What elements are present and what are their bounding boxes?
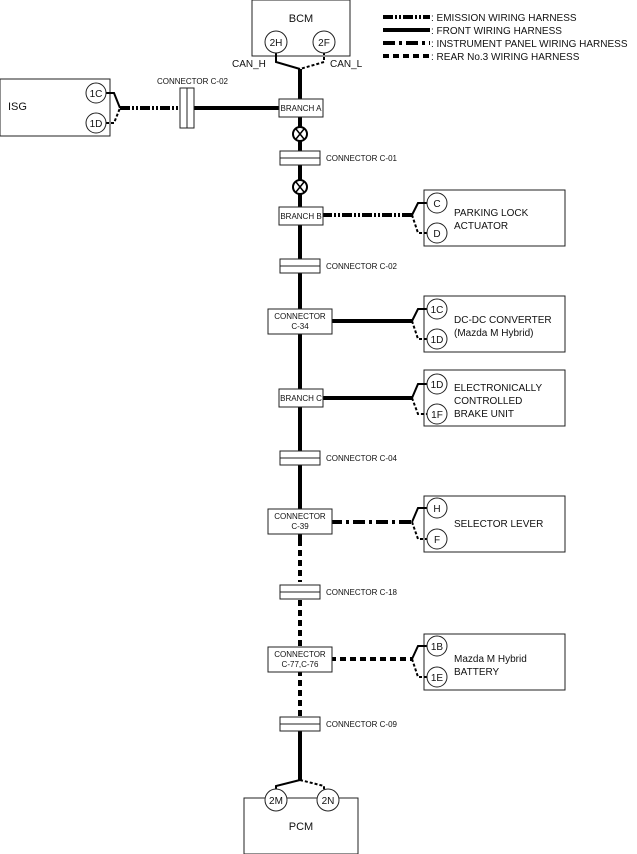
branch-c bbox=[278, 388, 324, 408]
svg-text:1E: 1E bbox=[431, 673, 444, 684]
pcm-pin-2m bbox=[264, 788, 288, 812]
svg-text:CONNECTOR: CONNECTOR bbox=[274, 512, 326, 521]
svg-text:2F: 2F bbox=[318, 38, 330, 49]
isg-label: ISG bbox=[8, 101, 27, 113]
branch-b bbox=[278, 206, 324, 226]
twisted-pair-icon bbox=[292, 179, 308, 195]
connector-c39 bbox=[267, 508, 333, 535]
bcm-module: BCM 2H 2F CAN_H CAN_L bbox=[232, 0, 363, 70]
svg-text:ELECTRONICALLY: ELECTRONICALLY bbox=[454, 383, 543, 394]
svg-text:1C: 1C bbox=[431, 305, 444, 316]
svg-text:C-39: C-39 bbox=[291, 522, 309, 531]
svg-text:1C: 1C bbox=[90, 89, 103, 100]
isg-pin-1c bbox=[85, 82, 107, 104]
isg-module: ISG 1C 1D CONNECTOR C-02 bbox=[0, 77, 280, 137]
bcm-label: BCM bbox=[289, 13, 313, 25]
svg-text:(Mazda M Hybrid): (Mazda M Hybrid) bbox=[454, 328, 533, 339]
svg-text:CONNECTOR C-02: CONNECTOR C-02 bbox=[326, 262, 398, 271]
svg-text:H: H bbox=[433, 504, 440, 515]
svg-text:1F: 1F bbox=[431, 410, 443, 421]
isg-pin-1d bbox=[85, 112, 107, 134]
svg-text:CONNECTOR C-09: CONNECTOR C-09 bbox=[326, 720, 398, 729]
dc-dc-converter: 1C 1D DC-DC CONVERTER (Mazda M Hybrid) bbox=[411, 295, 566, 353]
svg-text:BRANCH A: BRANCH A bbox=[281, 104, 323, 113]
svg-text:BATTERY: BATTERY bbox=[454, 667, 500, 678]
svg-text:BRAKE UNIT: BRAKE UNIT bbox=[454, 409, 514, 420]
connector-c18: CONNECTOR C-18 bbox=[279, 584, 398, 600]
svg-text:F: F bbox=[434, 535, 440, 546]
svg-text:CONNECTOR C-04: CONNECTOR C-04 bbox=[326, 454, 398, 463]
svg-text:1D: 1D bbox=[90, 119, 103, 130]
svg-text:2N: 2N bbox=[322, 796, 335, 807]
svg-text:C-77,C-76: C-77,C-76 bbox=[282, 660, 319, 669]
svg-text:DC-DC CONVERTER: DC-DC CONVERTER bbox=[454, 315, 552, 326]
connector-c02: CONNECTOR C-02 bbox=[279, 258, 398, 274]
connector-c77-c76 bbox=[267, 646, 333, 673]
svg-text:CONNECTOR C-18: CONNECTOR C-18 bbox=[326, 588, 398, 597]
legend: : EMISSION WIRING HARNESS : FRONT WIRING… bbox=[383, 13, 628, 63]
can-l-label: CAN_L bbox=[330, 59, 363, 70]
svg-text:PARKING LOCK: PARKING LOCK bbox=[454, 208, 529, 219]
svg-text:1D: 1D bbox=[431, 335, 444, 346]
legend-rear-label: : REAR No.3 WIRING HARNESS bbox=[431, 52, 580, 63]
legend-instrument-label: : INSTRUMENT PANEL WIRING HARNESS bbox=[431, 39, 628, 50]
selector-lever: H F SELECTOR LEVER bbox=[411, 495, 566, 553]
svg-text:D: D bbox=[433, 229, 440, 240]
pcm-label: PCM bbox=[289, 821, 313, 833]
pcm-module: 2M 2N PCM bbox=[243, 779, 359, 854]
svg-text:2M: 2M bbox=[269, 796, 283, 807]
svg-text:1B: 1B bbox=[431, 642, 444, 653]
twisted-pair-icon bbox=[292, 126, 308, 142]
svg-text:C-34: C-34 bbox=[291, 322, 309, 331]
legend-front-label: : FRONT WIRING HARNESS bbox=[431, 26, 562, 37]
isg-connector-label: CONNECTOR C-02 bbox=[157, 77, 229, 86]
bcm-pin-2h bbox=[264, 30, 288, 54]
branch-a bbox=[278, 98, 324, 118]
connector-c01: CONNECTOR C-01 bbox=[279, 150, 398, 166]
svg-text:CONTROLLED: CONTROLLED bbox=[454, 396, 522, 407]
svg-text:SELECTOR LEVER: SELECTOR LEVER bbox=[454, 519, 543, 530]
can-h-label: CAN_H bbox=[232, 59, 266, 70]
bcm-pin-2f bbox=[312, 30, 336, 54]
svg-text:CONNECTOR: CONNECTOR bbox=[274, 312, 326, 321]
svg-text:1D: 1D bbox=[431, 380, 444, 391]
svg-text:ACTUATOR: ACTUATOR bbox=[454, 221, 508, 232]
legend-emission-label: : EMISSION WIRING HARNESS bbox=[431, 13, 577, 24]
svg-text:BRANCH B: BRANCH B bbox=[280, 212, 321, 221]
mazda-m-hybrid-battery: 1B 1E Mazda M Hybrid BATTERY bbox=[411, 633, 566, 691]
svg-text:2H: 2H bbox=[270, 38, 283, 49]
connector-c09: CONNECTOR C-09 bbox=[279, 716, 398, 732]
parking-lock-actuator: C D PARKING LOCK ACTUATOR bbox=[411, 189, 566, 247]
svg-text:BRANCH C: BRANCH C bbox=[280, 394, 322, 403]
svg-text:Mazda M Hybrid: Mazda M Hybrid bbox=[454, 654, 527, 665]
svg-text:CONNECTOR C-01: CONNECTOR C-01 bbox=[326, 154, 398, 163]
connector-c34 bbox=[267, 308, 333, 335]
svg-text:C: C bbox=[433, 199, 440, 210]
svg-text:CONNECTOR: CONNECTOR bbox=[274, 650, 326, 659]
brake-unit: 1D 1F ELECTRONICALLY CONTROLLED BRAKE UN… bbox=[411, 369, 566, 427]
connector-c04: CONNECTOR C-04 bbox=[279, 450, 398, 466]
pcm-pin-2n bbox=[316, 788, 340, 812]
